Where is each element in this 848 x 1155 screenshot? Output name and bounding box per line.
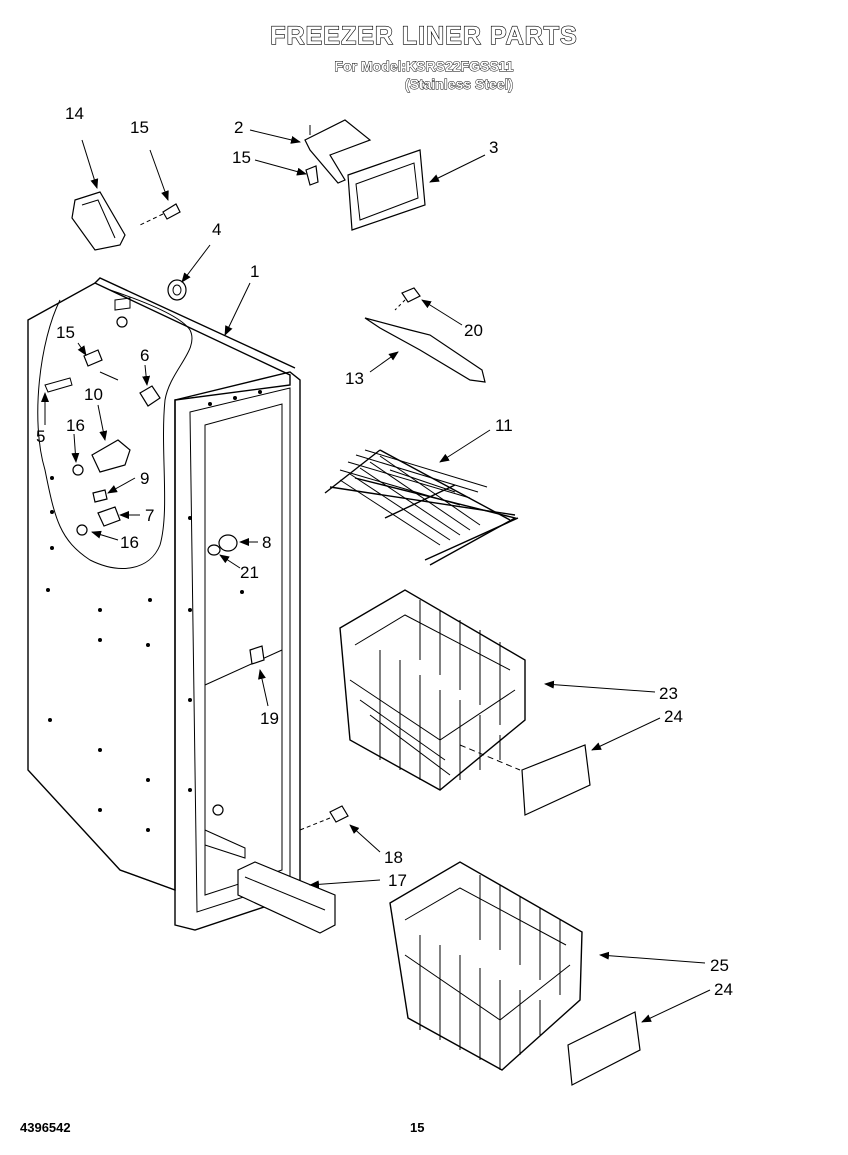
callout-16-lower: 16	[120, 533, 139, 552]
callout-24-upper: 24	[664, 707, 683, 726]
callout-7: 7	[145, 506, 154, 525]
callout-8: 8	[262, 533, 271, 552]
callout-2: 2	[234, 118, 243, 137]
part-screw-18	[329, 805, 349, 823]
part-basket-23	[339, 589, 526, 791]
callout-16-upper: 16	[66, 416, 85, 435]
part-pin-9	[92, 489, 108, 503]
callout-6: 6	[140, 346, 149, 365]
page-title: FREEZER LINER PARTS	[270, 21, 578, 50]
callout-13: 13	[345, 369, 364, 388]
callout-1: 1	[250, 262, 259, 281]
callout-18: 18	[384, 848, 403, 867]
part-clip-7	[97, 506, 121, 527]
callout-10: 10	[84, 385, 103, 404]
part-wire-shelf-11	[324, 449, 519, 566]
callout-17: 17	[388, 871, 407, 890]
part-bracket-2	[304, 119, 372, 184]
callout-15-top: 15	[130, 118, 149, 137]
callout-15-left: 15	[56, 323, 75, 342]
part-grommet-4	[167, 279, 187, 301]
part-basket-25	[389, 861, 583, 1071]
part-basket-front-24a	[521, 744, 591, 816]
part-nut-21	[207, 544, 221, 556]
part-screw-20	[401, 287, 421, 303]
callout-11: 11	[495, 416, 513, 435]
part-cover-3	[347, 149, 426, 231]
callout-21: 21	[240, 563, 259, 582]
callout-labels: 1 2 3 4 5 6 7 8 9 10 11 13 14 15 15 15 1…	[36, 104, 733, 999]
part-bracket-13	[364, 317, 486, 383]
callout-3: 3	[489, 138, 498, 157]
callout-24-lower: 24	[714, 980, 733, 999]
callout-4: 4	[212, 220, 221, 239]
page-number: 15	[410, 1120, 425, 1135]
part-screw-15	[162, 203, 181, 220]
part-housing-16	[91, 439, 131, 473]
callout-5: 5	[36, 427, 45, 446]
part-clip-6	[139, 385, 161, 407]
leader-lines	[41, 129, 711, 1023]
freezer-liner	[27, 277, 301, 931]
document-number: 4396542	[20, 1120, 71, 1135]
callout-14: 14	[65, 104, 84, 123]
part-rail-17	[237, 861, 336, 934]
part-bracket-14	[71, 191, 126, 251]
part-clip-19	[249, 645, 265, 665]
callout-23: 23	[659, 684, 678, 703]
callout-20: 20	[464, 321, 483, 340]
callout-9: 9	[140, 469, 149, 488]
model-line: For Model:KSRS22FGSS11	[334, 58, 514, 75]
callout-25: 25	[710, 956, 729, 975]
finish-line: (Stainless Steel)	[404, 76, 514, 93]
part-fastener-8	[218, 534, 238, 552]
callout-19: 19	[260, 709, 279, 728]
callout-15-center: 15	[232, 148, 251, 167]
part-basket-front-24b	[567, 1011, 641, 1086]
